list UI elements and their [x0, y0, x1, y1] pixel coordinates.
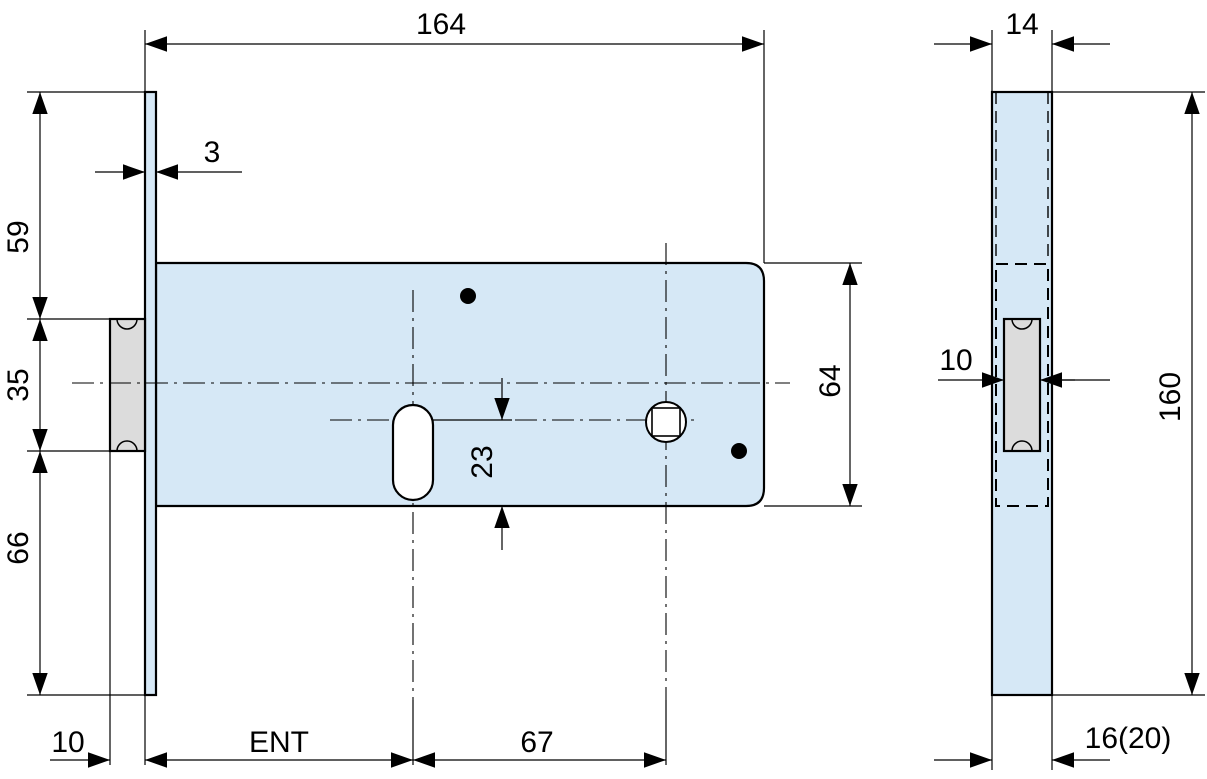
side-bolt — [1002, 317, 1042, 453]
dim-164-label: 164 — [416, 8, 466, 41]
front-view: 164 3 59 35 66 64 23 10 ENT 67 — [2, 8, 862, 768]
spindle-follower — [645, 401, 687, 443]
side-view: 14 10 160 16(20) — [934, 8, 1205, 770]
dim-16-20-label: 16(20) — [1085, 722, 1172, 755]
latch-bolt — [108, 317, 147, 453]
dim-64-label: 64 — [814, 364, 847, 397]
dim-66-label: 66 — [2, 531, 35, 564]
keyhole-slot — [391, 403, 435, 502]
dim-10-bolt-label: 10 — [51, 726, 84, 759]
dim-14-label: 14 — [1005, 8, 1038, 41]
dim-35-label: 35 — [2, 368, 35, 401]
dim-160-label: 160 — [1154, 372, 1187, 422]
dim-67-label: 67 — [520, 726, 553, 759]
dim-10-side-label: 10 — [939, 344, 972, 377]
dim-3-label: 3 — [204, 136, 221, 169]
dim-23-label: 23 — [466, 445, 499, 478]
dim-59-label: 59 — [2, 220, 35, 253]
faceplate — [143, 90, 158, 697]
bolt-bottom-notch — [116, 440, 138, 452]
bolt-top-notch — [116, 318, 138, 330]
dim-ent-label: ENT — [249, 726, 309, 759]
spindle-square — [651, 407, 681, 437]
screw-hole-top — [460, 288, 476, 304]
screw-hole-bottom — [731, 443, 747, 459]
lock-case — [154, 261, 766, 508]
